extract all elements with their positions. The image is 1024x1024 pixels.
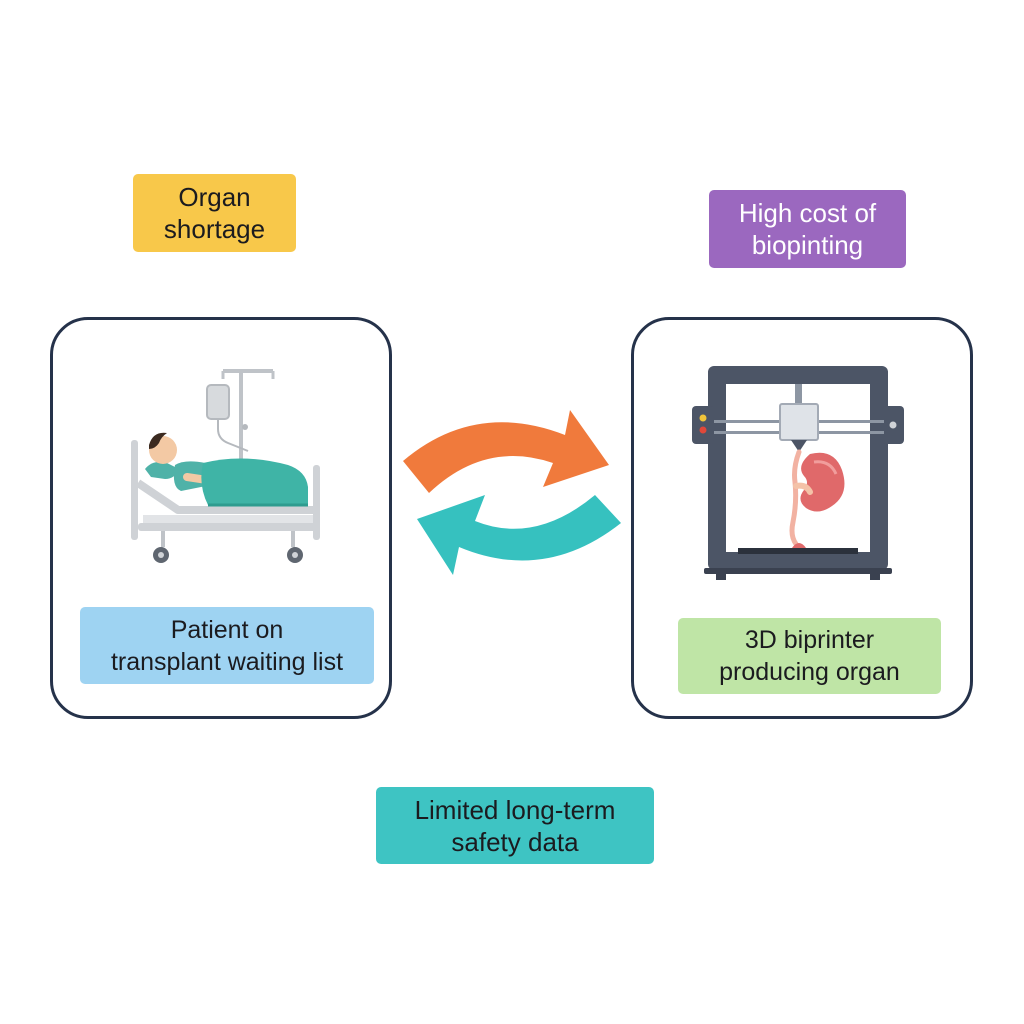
printer-panel: 3D biprinter producing organ: [631, 317, 973, 719]
safety-data-label: Limited long-term safety data: [376, 787, 654, 864]
forward-arrow-icon: [403, 410, 609, 493]
return-arrow-icon: [417, 495, 621, 575]
high-cost-label: High cost of biopinting: [709, 190, 906, 268]
patient-panel: Patient on transplant waiting list: [50, 317, 392, 719]
organ-shortage-label: Organ shortage: [133, 174, 296, 252]
cycle-arrows-icon: [403, 410, 621, 575]
3d-bioprinter-with-kidney-icon: [692, 366, 904, 580]
patient-caption: Patient on transplant waiting list: [80, 607, 374, 684]
printer-caption: 3D biprinter producing organ: [678, 618, 941, 694]
patient-in-hospital-bed-icon: [131, 369, 320, 563]
